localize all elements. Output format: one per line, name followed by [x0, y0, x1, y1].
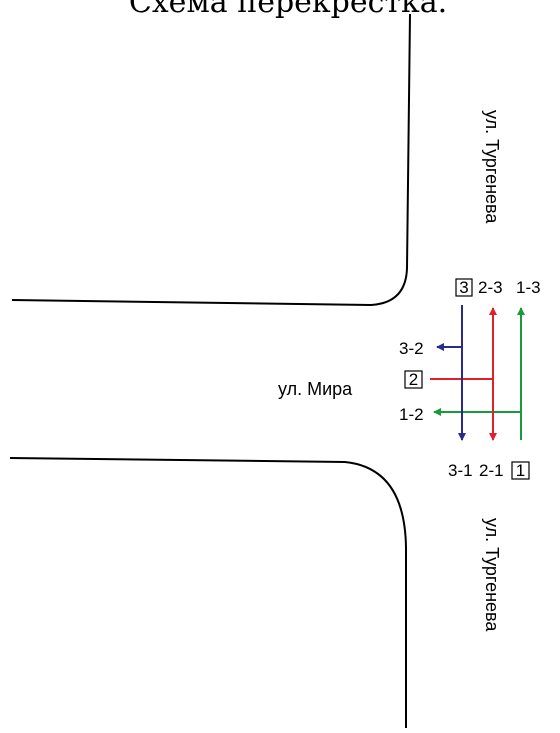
- road-edge-top: [11, 13, 411, 307]
- movement-label-2-1: 2-1: [479, 461, 504, 480]
- movement-label-1-2: 1-2: [399, 405, 424, 424]
- street-label-mira: ул. Мира: [278, 379, 353, 399]
- approach-2-label: 2: [409, 370, 418, 389]
- approach-1-box: [511, 461, 530, 480]
- street-label-tourgeneva-top: ул. Тургенева: [482, 110, 502, 224]
- approach-1-label: 1: [516, 461, 525, 480]
- movement-label-3-2: 3-2: [399, 339, 424, 358]
- street-label-tourgeneva-bottom: ул. Тургенева: [482, 518, 502, 632]
- diagram-title: Схема перекрестка.: [129, 0, 447, 20]
- movement-label-3-1: 3-1: [448, 461, 473, 480]
- approach-3-box: [455, 278, 473, 297]
- approach-3-label: 3: [459, 278, 468, 297]
- movement-label-1-3: 1-3: [516, 278, 541, 297]
- approach-2-box: [404, 370, 423, 389]
- movement-label-2-3: 2-3: [478, 278, 503, 297]
- road-edge-bottom: [9, 457, 407, 728]
